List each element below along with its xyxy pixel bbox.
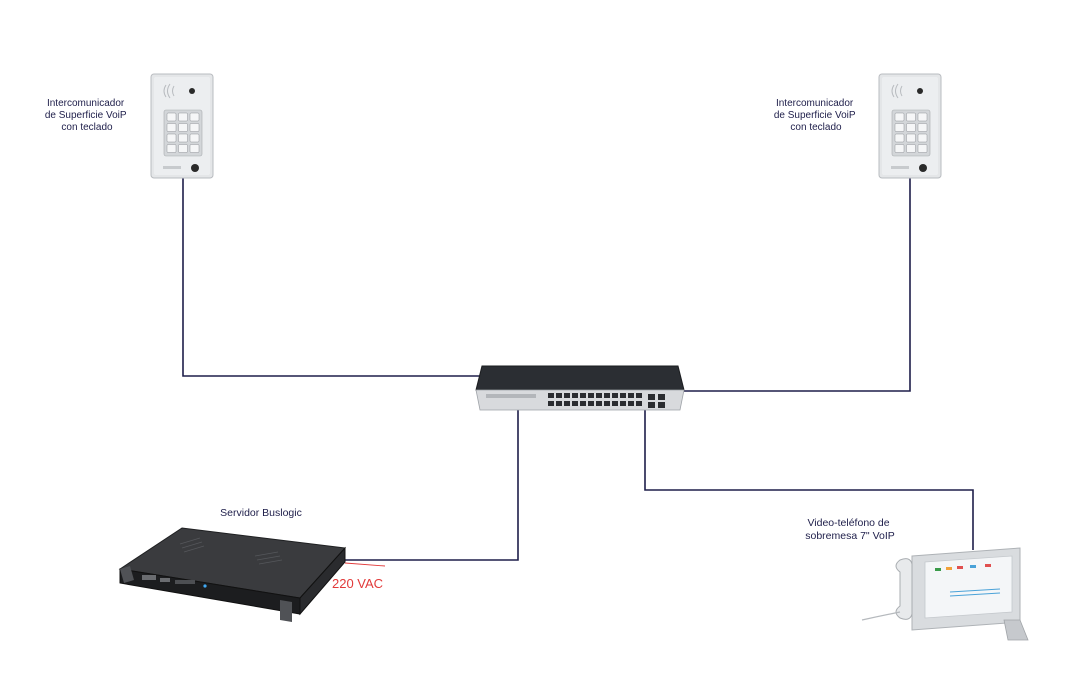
speaker-icon: [163, 83, 175, 99]
intercom-left-label-line-2: de Superficie VoiP: [45, 110, 127, 121]
call-button: [191, 164, 199, 172]
cable-switch-to-videophone: [644, 410, 974, 550]
server-device: [118, 527, 347, 622]
handset-cord: [861, 611, 901, 621]
camera-lens: [917, 88, 923, 94]
power-label: 220 VAC: [332, 576, 383, 591]
keypad: [163, 109, 203, 157]
videophone-label: Video-teléfono de sobremesa 7" VoIP: [805, 517, 895, 542]
power-indicator: [344, 562, 386, 567]
intercom-right-device: [878, 73, 942, 179]
videophone-label-line-2: sobremesa 7" VoIP: [805, 530, 895, 542]
switch-ports: [548, 393, 665, 408]
intercom-left-label-line-3: con teclado: [61, 122, 113, 133]
cable-left-intercom-to-switch: [182, 178, 482, 377]
server-front-panel: [142, 575, 207, 588]
keypad: [891, 109, 931, 157]
network-switch-device: [475, 365, 685, 411]
videophone-screen-icons: [935, 564, 1001, 597]
camera-lens: [189, 88, 195, 94]
intercom-left-device: [150, 73, 214, 179]
videophone-label-line-1: Video-teléfono de: [807, 517, 889, 529]
intercom-left-label: Intercomunicador de Superficie VoiP con …: [45, 98, 129, 133]
handset: [895, 558, 913, 620]
videophone-device: [861, 547, 1029, 641]
server-label: Servidor Buslogic: [220, 507, 302, 519]
server-vents: [179, 537, 283, 565]
intercom-left-label-line-1: Intercomunicador: [47, 98, 125, 109]
cable-right-intercom-to-switch: [678, 178, 911, 392]
cable-switch-to-server: [345, 410, 519, 561]
cables: [182, 178, 974, 561]
intercom-right-label: Intercomunicador de Superficie VoiP con …: [774, 98, 858, 133]
speaker-icon: [891, 83, 903, 99]
intercom-right-label-line-1: Intercomunicador: [776, 98, 854, 109]
intercom-right-label-line-2: de Superficie VoiP: [774, 110, 856, 121]
call-button: [919, 164, 927, 172]
intercom-right-label-line-3: con teclado: [790, 122, 842, 133]
